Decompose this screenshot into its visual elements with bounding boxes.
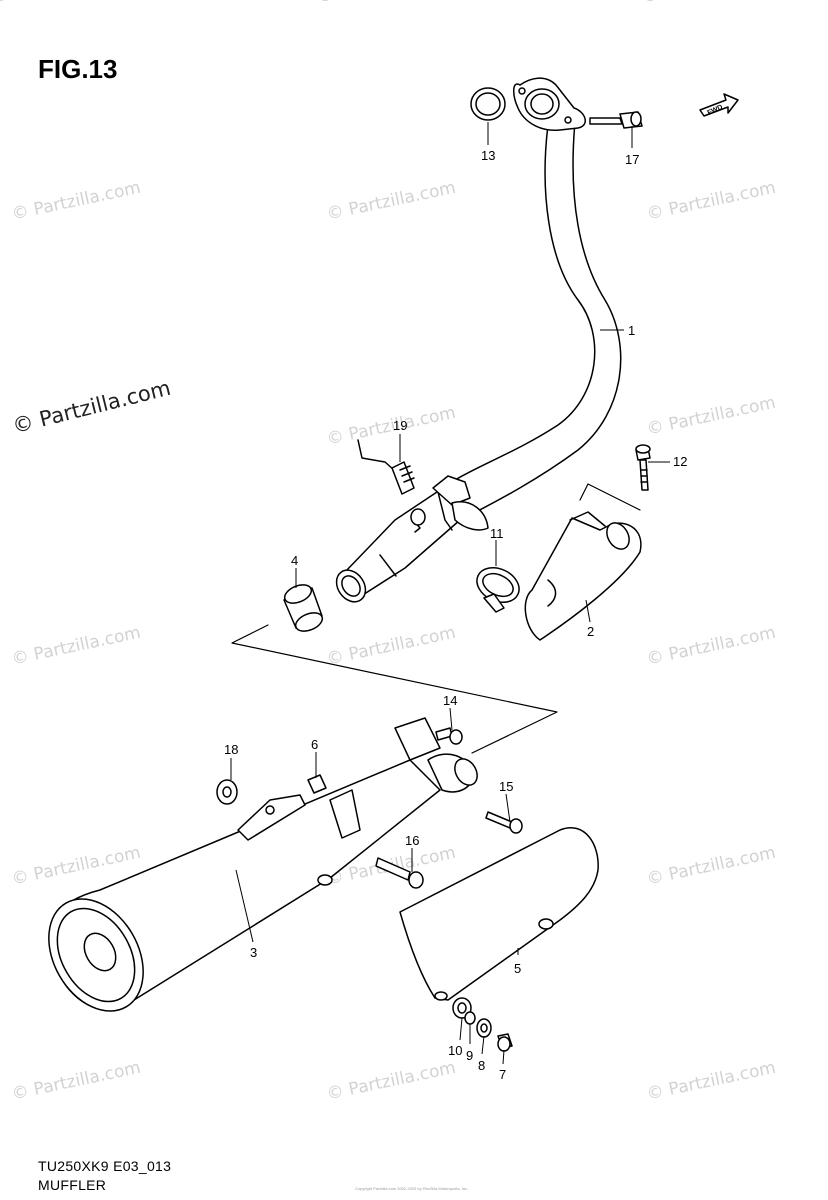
part-label-17: 17	[625, 152, 639, 167]
pipe-clamp	[476, 567, 520, 613]
mount-washer	[216, 779, 238, 805]
model-code: TU250XK9 E03_013	[38, 1158, 172, 1174]
connector-tube	[283, 584, 324, 632]
pipe-heat-shield	[524, 511, 642, 641]
copyright-line: Copyright Partzilla.com 2002-2025 by Rev…	[355, 1186, 469, 1191]
part-label-9: 9	[466, 1048, 473, 1063]
part-label-4: 4	[291, 553, 298, 568]
leader-line	[459, 1017, 463, 1041]
figure-caption: MUFFLER	[38, 1177, 107, 1193]
flange-bolt	[589, 111, 643, 129]
gasket	[470, 87, 506, 121]
part-label-19: 19	[393, 418, 407, 433]
part-label-3: 3	[250, 945, 257, 960]
leader-line	[449, 707, 453, 731]
part-label-14: 14	[443, 693, 457, 708]
part-label-11: 11	[490, 526, 504, 541]
part-label-6: 6	[311, 737, 318, 752]
part-label-18: 18	[224, 742, 238, 757]
part-label-1: 1	[628, 323, 635, 338]
part-label-15: 15	[499, 779, 513, 794]
part-label-13: 13	[481, 148, 495, 163]
part-label-7: 7	[499, 1067, 506, 1082]
part-label-8: 8	[478, 1058, 485, 1073]
shield-bolt	[497, 1033, 513, 1052]
rubber-damper	[307, 774, 327, 794]
exhaust-pipe	[335, 77, 622, 603]
connector-line	[231, 624, 558, 754]
figure-title: FIG.13	[38, 54, 118, 84]
part-label-12: 12	[673, 454, 687, 469]
leader-line	[235, 869, 254, 943]
leader-line	[481, 1035, 485, 1055]
forward-arrow-icon	[699, 93, 739, 117]
bracket-bolt	[635, 444, 651, 491]
leader-line	[505, 793, 511, 823]
oxygen-sensor	[357, 439, 415, 495]
clamp-bolt	[435, 727, 463, 745]
mount-bolt	[375, 857, 424, 889]
part-label-2: 2	[587, 624, 594, 639]
part-label-10: 10	[448, 1043, 462, 1058]
collar	[464, 1011, 476, 1025]
leader-line	[502, 1049, 505, 1065]
part-label-5: 5	[514, 961, 521, 976]
leader-line	[585, 599, 591, 623]
part-label-16: 16	[405, 833, 419, 848]
grommet	[452, 997, 472, 1019]
washer	[476, 1018, 492, 1038]
connector-line	[579, 483, 641, 511]
muffler-heat-shield	[399, 827, 599, 1001]
clamp-bolt-long	[485, 811, 523, 834]
muffler	[48, 717, 478, 1012]
